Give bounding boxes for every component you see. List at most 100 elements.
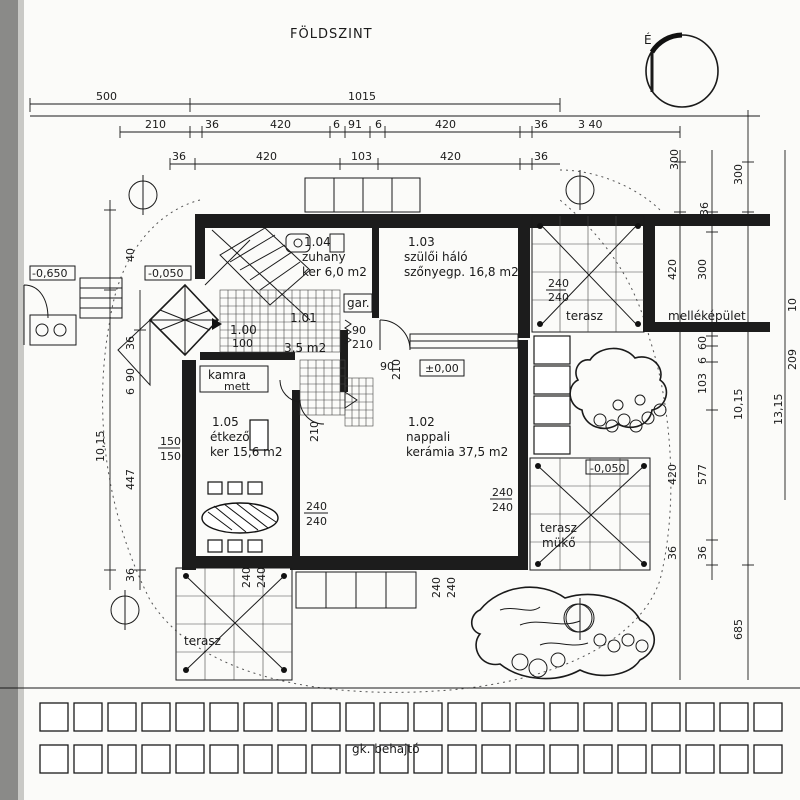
driveway-tile [549, 702, 579, 732]
dim-in-13: 240 [306, 515, 327, 528]
dim-left-6: 36 [124, 568, 137, 582]
dim-right-4: 300 [696, 259, 709, 280]
house-walls [182, 214, 540, 570]
driveway-tile [549, 744, 579, 774]
dim-in-4: 90 [380, 360, 394, 373]
dim-top3-4: 36 [534, 150, 548, 163]
dim-top1-a: 500 [96, 90, 117, 103]
outbuilding-label: melléképület [668, 309, 746, 323]
dim-top2-6: 420 [435, 118, 456, 131]
dim-in-10: 240 [492, 486, 513, 499]
dim-right-14: 685 [732, 619, 745, 640]
plan-title: FÖLDSZINT [290, 25, 373, 42]
room-105-name: étkező [210, 430, 250, 444]
pantry-label: kamra [208, 368, 246, 382]
driveway-tile [413, 702, 443, 732]
dim-in-7: 210 [308, 421, 321, 442]
dim-in-14: 240 [240, 567, 253, 588]
dim-right-1: 300 [732, 164, 745, 185]
dim-right-11: 36 [696, 546, 709, 560]
dim-in-11: 240 [492, 501, 513, 514]
dim-top2-2: 420 [270, 118, 291, 131]
dim-left-2: 6 [124, 388, 137, 395]
driveway-tile [175, 702, 205, 732]
dim-top2-1: 36 [205, 118, 219, 131]
driveway-tile [651, 702, 681, 732]
staircase [204, 227, 311, 321]
driveway-tile [311, 744, 341, 774]
shower-fixtures [285, 233, 345, 253]
terrace-ne-label: terasz [566, 309, 603, 323]
dim-right-7: 103 [696, 373, 709, 394]
dining-table [201, 419, 279, 553]
north-arrow-icon: É [644, 32, 719, 108]
left-dimensions: 40 36 6 90 10,15 447 36 [94, 200, 146, 590]
terrace-ne: terasz [531, 215, 645, 333]
dim-right-0: 300 [668, 149, 681, 170]
terrace-sw-label: terasz [184, 634, 221, 648]
dim-top2-5: 6 [375, 118, 382, 131]
driveway-tile [617, 702, 647, 732]
dim-top3-2: 103 [351, 150, 372, 163]
garden-outline-ne [559, 169, 661, 211]
entry-arrow-icon [212, 318, 222, 330]
dim-in-8: 150 [160, 435, 181, 448]
binding-shadow [0, 0, 18, 800]
driveway-tile [175, 744, 205, 774]
dim-in-2: 90 [352, 324, 366, 337]
driveway-tile [73, 744, 103, 774]
terrace-sw: terasz [175, 567, 293, 681]
radiator-icon [344, 319, 352, 345]
driveway-tile [209, 744, 239, 774]
dim-right-3: 420 [666, 259, 679, 280]
level-zero: ±0,00 [425, 362, 459, 375]
room-101-num: 1.01 [290, 311, 317, 325]
wardrobe-box [343, 293, 373, 313]
room-104-name: zuhany [302, 250, 346, 264]
driveway-tile [379, 702, 409, 732]
driveway-tile [277, 702, 307, 732]
driveway-tile [345, 702, 375, 732]
shrub-east-icon [569, 347, 668, 433]
room-labels: 1.04 zuhany ker 6,0 m2 1.03 szülői háló … [208, 235, 519, 459]
driveway-tile [583, 702, 613, 732]
dim-left-3: 90 [124, 368, 137, 382]
dim-top3-0: 36 [172, 150, 186, 163]
dim-in-9: 150 [160, 450, 181, 463]
dim-right-12: 10,15 [732, 389, 745, 421]
dim-top2-7: 36 [534, 118, 548, 131]
dim-top2-8: 3 40 [578, 118, 603, 131]
dim-right-6: 60 [696, 336, 709, 350]
driveway-tile [107, 744, 137, 774]
dim-top2-4: 91 [348, 118, 362, 131]
dim-left-1: 36 [124, 336, 137, 350]
dim-top1-b: 1015 [348, 90, 376, 103]
dim-right-9: 577 [696, 464, 709, 485]
dim-left-5: 447 [124, 469, 137, 490]
driveway-tile [413, 744, 443, 774]
dim-top3-1: 420 [256, 150, 277, 163]
room-103-name: szülői háló [404, 250, 468, 264]
driveway-tile [277, 744, 307, 774]
driveway-tile [447, 702, 477, 732]
room-105-area: ker 15,6 m2 [210, 445, 283, 459]
terrace-se: -0,050 terasz mükő [529, 457, 651, 571]
dim-top3-3: 420 [440, 150, 461, 163]
driveway-tile [481, 702, 511, 732]
driveway-label: gk. behajtó [352, 742, 420, 756]
dim-in-6: 100 [232, 337, 253, 350]
room-102-num: 1.02 [408, 415, 435, 429]
driveway-tile [685, 702, 715, 732]
room-103-num: 1.03 [408, 235, 435, 249]
driveway-tile [39, 702, 69, 732]
room-100-sub: 3,5 m2 [284, 341, 326, 355]
top-window-boxes [304, 177, 421, 213]
driveway-tile [617, 744, 647, 774]
driveway-tile [719, 702, 749, 732]
shrub-south-icon [470, 586, 655, 680]
driveway-tile [209, 702, 239, 732]
dim-right-13: 13,15 [772, 394, 785, 426]
driveway-tile [651, 744, 681, 774]
